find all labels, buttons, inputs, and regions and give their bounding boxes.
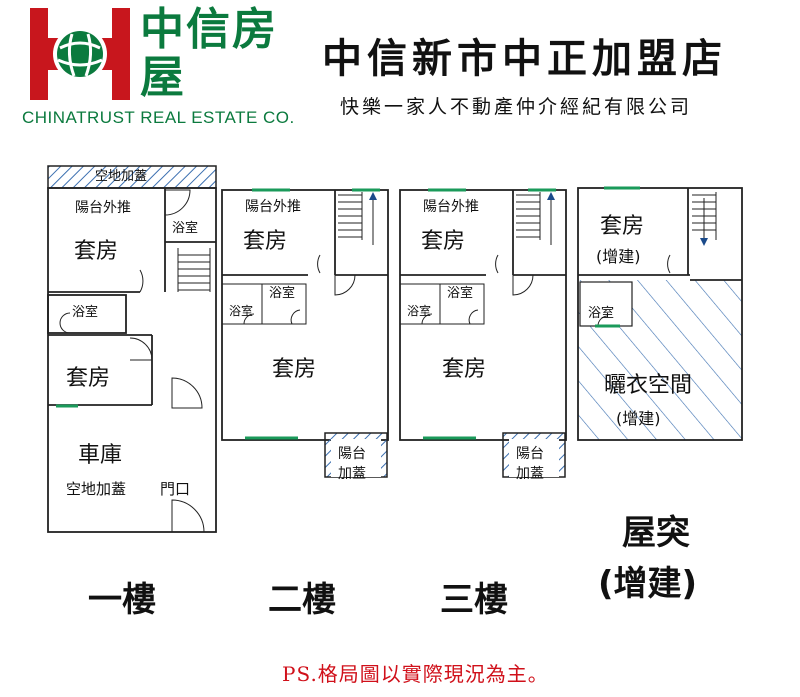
store-name: 中信新市中正加盟店 bbox=[322, 35, 727, 82]
roof-plan bbox=[577, 186, 743, 441]
roof-label: 屋突 bbox=[622, 513, 690, 553]
globe-icon bbox=[30, 8, 130, 100]
f1-balcony-ext-label: 陽台外推 bbox=[75, 200, 131, 216]
f1-vacant-cover-garage-label: 空地加蓋 bbox=[66, 480, 126, 498]
f3-suite-small-label: 套房 bbox=[421, 229, 465, 254]
f1-suite-mid-label: 套房 bbox=[66, 366, 110, 391]
f2-balcony-cover-label-2: 加蓋 bbox=[338, 466, 366, 482]
floor-1-plan bbox=[47, 165, 217, 533]
f3-bath-a-label: 浴室 bbox=[407, 303, 431, 318]
f2-suite-big-label: 套房 bbox=[272, 357, 316, 382]
f2-bath-b-label: 浴室 bbox=[269, 285, 295, 301]
roof-laundry-note: (增建) bbox=[616, 409, 661, 428]
f2-balcony-cover-label-1: 陽台 bbox=[338, 446, 366, 462]
brand-name-en: CHINATRUST REAL ESTATE CO. bbox=[22, 108, 295, 127]
f3-balcony-cover-label-2: 加蓋 bbox=[516, 466, 544, 482]
f3-bath-b-label: 浴室 bbox=[447, 285, 473, 301]
brand-name: 中信房屋 bbox=[140, 4, 278, 103]
floor-3-label: 三樓 bbox=[440, 580, 508, 620]
layout-disclaimer: PS.格局圖以實際現況為主。 bbox=[282, 662, 549, 686]
f1-bath-top-label: 浴室 bbox=[172, 220, 198, 236]
f1-vacant-cover-label: 空地加蓋 bbox=[95, 169, 147, 184]
f1-suite-top-label: 套房 bbox=[74, 239, 118, 264]
f3-suite-big-label: 套房 bbox=[442, 357, 486, 382]
f3-balcony-ext-label: 陽台外推 bbox=[423, 199, 479, 215]
f1-bath-mid-label: 浴室 bbox=[72, 304, 98, 320]
company-name: 快樂一家人不動產仲介經紀有限公司 bbox=[340, 96, 693, 118]
brand-logo bbox=[30, 8, 130, 100]
roof-suite-label: 套房 bbox=[600, 214, 644, 239]
f1-garage-label: 車庫 bbox=[78, 443, 122, 468]
floor-2-label: 二樓 bbox=[268, 580, 336, 620]
floor-3-plan bbox=[399, 188, 567, 478]
f1-doorway-label: 門口 bbox=[160, 480, 190, 498]
f2-bath-a-label: 浴室 bbox=[229, 303, 253, 318]
roof-label-note: (增建) bbox=[598, 564, 698, 604]
floor-1-label: 一樓 bbox=[88, 580, 156, 620]
f3-balcony-cover-label-1: 陽台 bbox=[516, 446, 544, 462]
roof-bath-label: 浴室 bbox=[588, 305, 614, 321]
f2-balcony-ext-label: 陽台外推 bbox=[245, 199, 301, 215]
roof-suite-note: (增建) bbox=[596, 247, 641, 266]
f2-suite-small-label: 套房 bbox=[243, 229, 287, 254]
floor-2-plan bbox=[221, 188, 389, 478]
roof-laundry-label: 曬衣空間 bbox=[604, 373, 692, 398]
